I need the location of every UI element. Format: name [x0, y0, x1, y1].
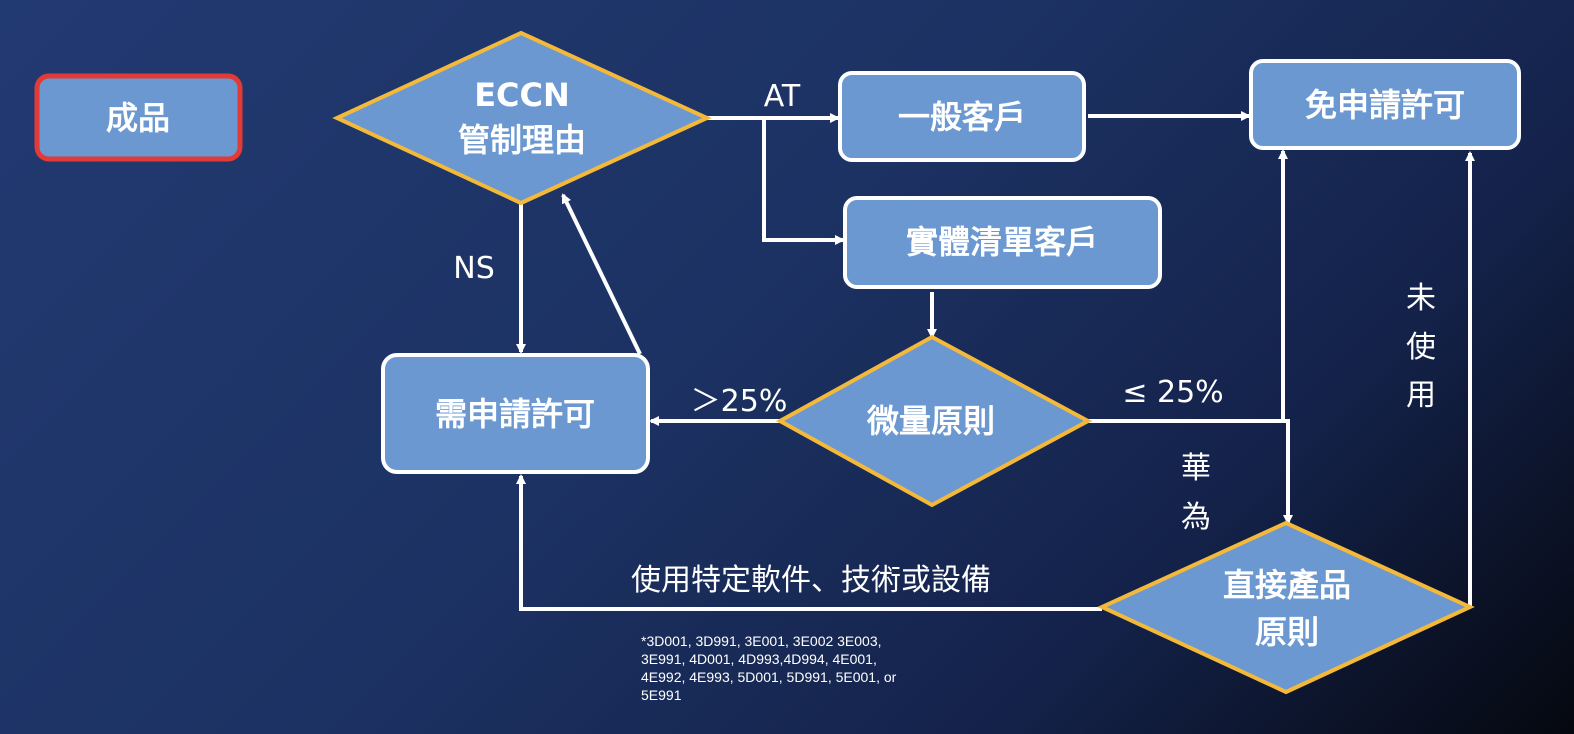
node-entity-list-label: 實體清單客戶 — [906, 223, 1098, 261]
node-de-minimis-label: 微量原則 — [866, 402, 995, 440]
edge-label-specific-use: 使用特定軟件、技術或設備 — [631, 563, 991, 598]
node-direct-product-rule: 直接產品 原則 — [1097, 520, 1475, 695]
node-finished-goods-label: 成品 — [106, 99, 170, 137]
eccn-footnote: *3D001, 3D991, 3E001, 3E002 3E003, 3E991… — [641, 633, 897, 703]
node-direct-product-label-line1: 直接產品 — [1223, 566, 1351, 604]
edge-label-huawei-2: 為 — [1181, 500, 1211, 535]
node-finished-goods: 成品 — [34, 73, 243, 162]
node-entity-list-customer: 實體清單客戶 — [843, 196, 1162, 289]
node-license-required: 需申請許可 — [381, 353, 650, 474]
edge-eccn-to-entity-list — [762, 118, 845, 245]
edge-deminimis-to-fdpr — [1283, 419, 1293, 525]
node-license-required-label: 需申請許可 — [435, 395, 595, 433]
edge-label-unused-3: 用 — [1406, 378, 1436, 413]
edge-label-over-25: ＞25% — [691, 384, 788, 419]
edge-required-back-to-eccn — [561, 193, 642, 355]
node-eccn-control-reason: ECCN 管制理由 — [332, 30, 712, 206]
node-eccn-label-line2: 管制理由 — [458, 121, 586, 159]
edge-fdpr-to-required — [516, 474, 1102, 611]
node-license-exempt-label: 免申請許可 — [1305, 86, 1465, 124]
node-de-minimis-rule: 微量原則 — [775, 334, 1093, 508]
edge-label-under-25: ≤ 25% — [1122, 375, 1223, 410]
edge-label-ns: NS — [453, 251, 494, 286]
edge-label-huawei-1: 華 — [1181, 451, 1211, 486]
edge-label-at: AT — [764, 79, 801, 114]
node-general-customer-label: 一般客戶 — [898, 98, 1026, 136]
node-direct-product-label-line2: 原則 — [1255, 613, 1319, 651]
edge-label-unused-1: 未 — [1406, 281, 1436, 316]
node-eccn-label-line1: ECCN — [474, 76, 570, 114]
node-license-exempt: 免申請許可 — [1249, 59, 1521, 150]
node-general-customer: 一般客戶 — [838, 71, 1086, 162]
edge-label-unused-2: 使 — [1406, 330, 1436, 365]
